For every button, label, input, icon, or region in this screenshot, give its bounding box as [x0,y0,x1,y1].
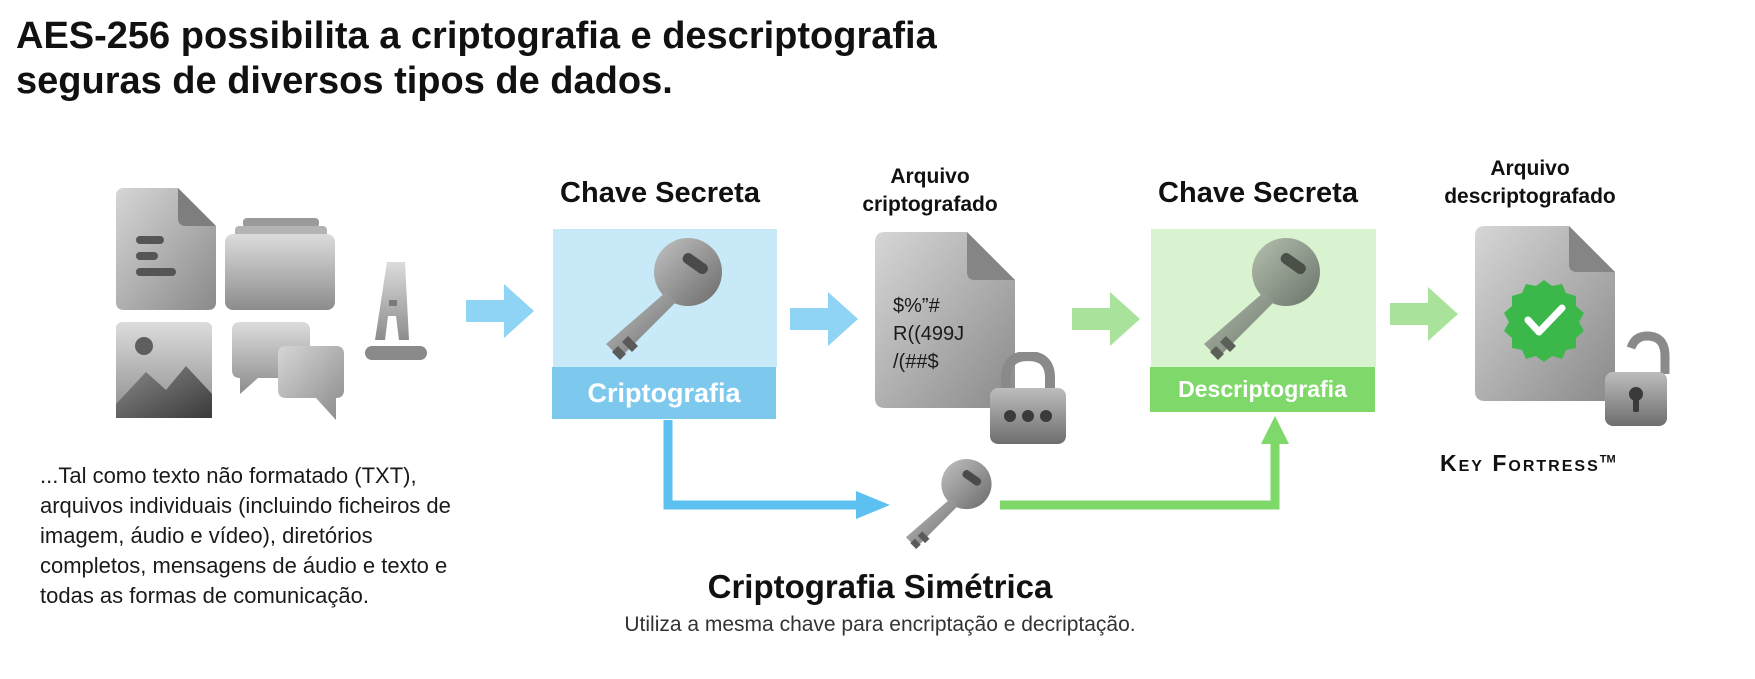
cipher-text: $%”# R((499J /(##$ [893,295,965,373]
arrow-icon [790,292,858,346]
font-icon [365,262,427,360]
brand-trademark: TM [1599,453,1616,466]
image-icon [116,322,212,418]
decrypt-label-bar: Descriptografia [1150,367,1375,412]
encrypt-label: Criptografia [587,378,741,408]
arrow-icon [466,284,534,338]
document-icon [116,188,216,310]
encrypt-key-heading: Chave Secreta [560,177,760,209]
encrypted-file-label: Arquivo criptografado [830,163,1030,219]
encrypted-file-label-line-1: Arquivo [890,165,970,188]
chat-icon [232,322,344,420]
verified-badge-icon [1504,280,1584,362]
decrypted-file-label-line-1: Arquivo [1490,157,1570,180]
data-types-description: ...Tal como texto não formatado (TXT), a… [40,463,451,608]
page-title: AES-256 possibilita a criptografia e des… [16,14,1016,104]
encrypted-document-icon [875,232,1015,408]
decrypt-label: Descriptografia [1178,376,1347,402]
title-line-1: AES-256 possibilita a criptografia e des… [16,15,937,57]
encrypted-file-label-line-2: criptografado [862,193,998,216]
folder-icon [225,218,335,310]
decrypted-file-label: Arquivo descriptografado [1415,155,1645,211]
padlock-icon [990,352,1066,444]
title-line-2: seguras de diversos tipos de dados. [16,60,673,102]
key-icon [606,238,722,360]
decrypted-file-label-line-2: descriptografado [1444,185,1616,208]
key-icon [1204,238,1320,360]
encrypt-label-bar: Criptografia [552,367,776,419]
symmetric-subtitle: Utiliza a mesma chave para encriptação e… [624,613,1136,636]
brand-logo: Key FortressTM [1440,450,1700,477]
arrow-icon [1390,287,1458,341]
decrypt-key-heading: Chave Secreta [1158,177,1358,209]
key-icon [905,458,992,550]
unlocked-padlock-icon [1605,331,1670,426]
symmetric-title: Criptografia Simétrica [707,568,1053,605]
arrow-icon [1072,292,1140,346]
brand-name: Key Fortress [1440,450,1600,476]
